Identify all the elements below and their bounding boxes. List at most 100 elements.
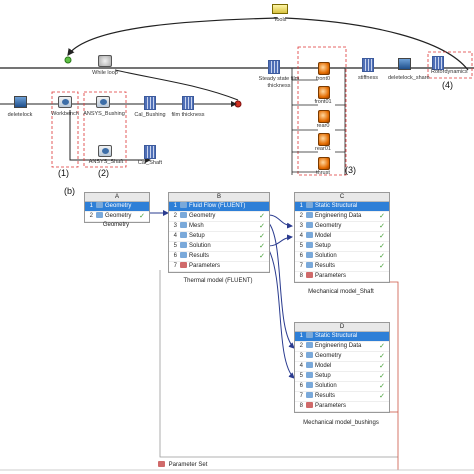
geometry-cell-icon	[96, 202, 103, 208]
rear0-icon[interactable]	[318, 110, 330, 123]
link-b-c-2	[267, 234, 293, 247]
while-loop-icon[interactable]	[98, 55, 112, 67]
tools-return-connector	[284, 17, 469, 71]
thrust-icon[interactable]	[318, 157, 330, 170]
cal-bushing-icon[interactable]	[144, 96, 156, 110]
status-check-icon: ✓	[379, 393, 385, 400]
results-icon	[180, 252, 187, 258]
parameters-icon	[306, 402, 313, 408]
tools-icon[interactable]	[272, 4, 288, 14]
marker-4: (4)	[442, 80, 453, 90]
model-icon	[306, 232, 313, 238]
static-structural-icon	[306, 332, 313, 338]
front01-icon[interactable]	[318, 86, 330, 99]
model-icon	[306, 362, 313, 368]
geometry-cell-icon	[306, 352, 313, 358]
system-c-caption: Mechanical model_Shaft	[308, 289, 374, 295]
status-check-icon: ✓	[379, 353, 385, 360]
deletelock-label: deletelock	[7, 112, 33, 118]
static-structural-icon	[306, 202, 313, 208]
while-loop-label: While loop	[92, 70, 118, 76]
workbench-label: Workbench	[51, 111, 79, 117]
system-d-header: D	[295, 323, 389, 332]
ansys-shaft-label: ANSYS_Shaft	[88, 159, 124, 165]
parameter-set-icon	[158, 461, 165, 467]
link-b-d-2	[267, 247, 295, 379]
parameter-set-label: Parameter Set	[168, 462, 208, 468]
loop-start-node	[64, 56, 72, 64]
workbench-icon[interactable]	[58, 96, 72, 108]
film-thickness-icon[interactable]	[182, 96, 194, 110]
ansys-bushing-icon[interactable]	[96, 96, 110, 108]
link-b-c-1	[267, 214, 293, 229]
deletelock-share-label: deletelock_share	[388, 75, 430, 81]
status-check-icon: ✓	[379, 363, 385, 370]
stiffness-icon[interactable]	[362, 58, 374, 72]
panel-b-label: (b)	[64, 186, 75, 196]
geometry-cell-icon	[96, 212, 103, 218]
engineering-data-icon	[306, 342, 313, 348]
setup-icon	[180, 232, 187, 238]
status-check-icon: ✓	[259, 243, 265, 250]
system-d-caption: Mechanical model_bushings	[303, 420, 379, 426]
ansys-shaft-icon[interactable]	[98, 145, 112, 157]
cal-shaft-label: Cal_Shaft	[137, 160, 163, 166]
rear01-icon[interactable]	[318, 133, 330, 146]
deletelock-icon[interactable]	[14, 96, 27, 108]
system-c-header: C	[295, 193, 389, 202]
deletelock-share-icon[interactable]	[398, 58, 411, 70]
fluid-flow-icon	[180, 202, 187, 208]
cal-shaft-icon[interactable]	[144, 145, 156, 159]
rotordynamics-icon[interactable]	[432, 56, 444, 70]
steady-state-icon[interactable]	[268, 60, 280, 74]
front0-icon[interactable]	[318, 62, 330, 75]
geometry-cell-icon	[180, 212, 187, 218]
marker-2: (2)	[98, 168, 109, 178]
status-check-icon: ✓	[379, 253, 385, 260]
branch-lines	[291, 68, 318, 175]
params-b-link	[159, 270, 398, 458]
rear0-label: rear0	[316, 123, 330, 129]
group-3-box	[297, 46, 347, 176]
cal-bushing-label: Cal_Bushing	[134, 112, 166, 118]
status-check-icon: ✓	[139, 213, 145, 220]
parameter-set-bar[interactable]: Parameter Set	[158, 460, 207, 470]
mesh-icon	[180, 222, 187, 228]
tools-loop-connector	[67, 17, 279, 56]
geometry-cell-icon	[306, 222, 313, 228]
stiffness-label: stiffness	[357, 75, 379, 81]
group-1-box	[51, 91, 79, 168]
group-4-box	[427, 51, 473, 79]
front01-label: front01	[314, 99, 332, 105]
params-c-link	[388, 281, 399, 457]
